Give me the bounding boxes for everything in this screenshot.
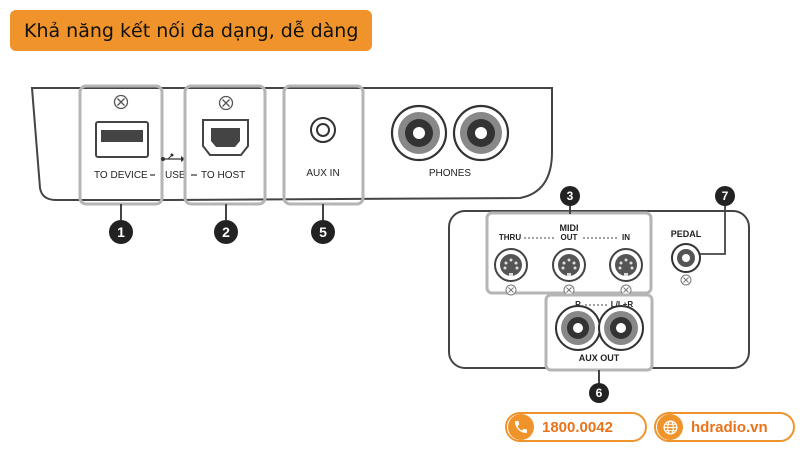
svg-text:2: 2	[222, 224, 230, 240]
aux-out-ports: R L/L+R AUX OUT	[544, 293, 654, 372]
aux-out-label: AUX OUT	[579, 353, 620, 363]
usb-icon	[161, 153, 185, 162]
callout-2: 2	[214, 204, 238, 244]
screw-icon	[113, 94, 129, 110]
aux-out-l-label: L/L+R	[611, 300, 634, 309]
svg-text:7: 7	[722, 189, 729, 203]
callout-7: 7	[700, 186, 735, 255]
screw-icon	[218, 95, 234, 111]
phones-jack	[452, 104, 510, 162]
to-device-label: TO DEVICE	[94, 170, 148, 181]
screw-icon	[680, 274, 692, 286]
midi-thru-label: THRU	[499, 233, 521, 242]
midi-label: MIDI	[560, 223, 579, 233]
midi-ports: MIDI THRU OUT IN	[485, 211, 653, 296]
callout-3: 3	[560, 186, 580, 214]
to-host-label: TO HOST	[201, 170, 245, 181]
pedal-label: PEDAL	[671, 229, 702, 239]
phone-contact[interactable]: 1800.0042	[505, 412, 647, 442]
aux-out-r-label: R	[575, 300, 581, 309]
phones-jack	[390, 104, 448, 162]
globe-icon	[657, 414, 683, 440]
website-url: hdradio.vn	[691, 418, 768, 436]
midi-in-jack	[609, 248, 643, 282]
page-title: Khả năng kết nối đa dạng, dễ dàng	[24, 19, 359, 42]
aux-in-label: AUX IN	[306, 168, 339, 179]
screw-icon	[505, 284, 517, 296]
aux-out-l-jack	[598, 305, 644, 351]
svg-text:1: 1	[117, 224, 125, 240]
midi-out-jack	[552, 248, 586, 282]
midi-thru-jack	[494, 248, 528, 282]
pedal-port: PEDAL	[671, 229, 702, 286]
usb-to-host-port: TO HOST	[183, 84, 267, 206]
title-badge: Khả năng kết nối đa dạng, dễ dàng	[10, 10, 373, 51]
callout-6: 6	[589, 370, 609, 403]
website-contact[interactable]: hdradio.vn	[654, 412, 795, 442]
midi-in-label: IN	[622, 233, 630, 242]
svg-text:3: 3	[567, 189, 574, 203]
callout-5: 5	[311, 204, 335, 244]
usb-label: USB	[165, 170, 186, 181]
svg-text:5: 5	[319, 224, 327, 240]
svg-text:6: 6	[596, 386, 603, 400]
phone-icon	[508, 414, 534, 440]
callout-1: 1	[109, 204, 133, 244]
aux-out-r-jack	[555, 305, 601, 351]
midi-out-label: OUT	[561, 233, 578, 242]
phones-ports: PHONES	[390, 104, 510, 179]
phone-number: 1800.0042	[542, 418, 613, 436]
phones-label: PHONES	[429, 168, 472, 179]
